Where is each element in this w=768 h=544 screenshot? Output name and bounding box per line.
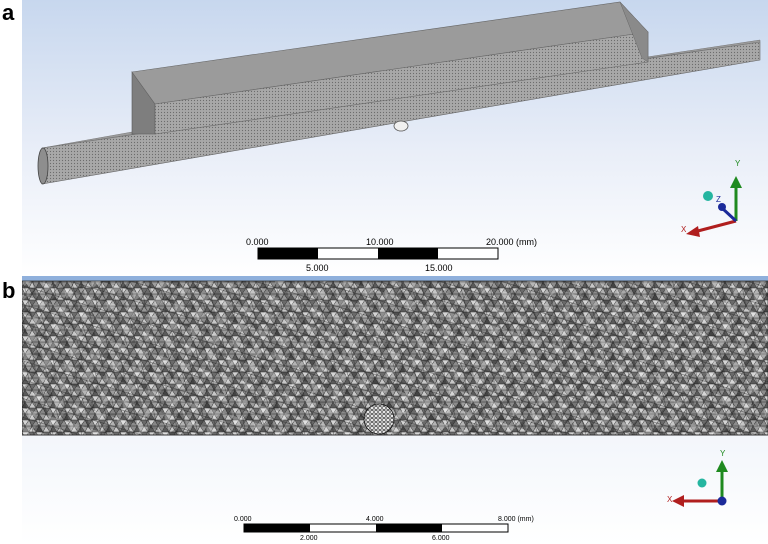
mesh-viewport[interactable]: 0.000 4.000 8.000 (mm) 2.000 6.000 Y X	[22, 276, 768, 544]
panel-label-a: a	[2, 0, 15, 25]
scale-a-label-20: 20.000 (mm)	[486, 237, 537, 247]
axis-triad-b: Y X	[667, 449, 728, 507]
chamber-right-face	[619, 1, 649, 63]
scale-a-label-0: 0.000	[246, 237, 269, 247]
scale-b-label-8: 8.000 (mm)	[498, 516, 534, 523]
z-axis-knob-icon	[718, 203, 726, 211]
triad-b-x-label: X	[667, 495, 673, 504]
scale-a-label-5: 5.000	[306, 263, 329, 273]
mesh-top-boundary	[22, 276, 768, 281]
triad-a-z-label: Z	[716, 195, 721, 204]
geometry-viewport[interactable]: 0.000 10.000 20.000 (mm) 5.000 15.000 Y …	[22, 0, 768, 276]
triad-a-x-label: X	[681, 225, 687, 234]
x-axis-arrow-icon	[672, 495, 684, 507]
scale-bar-b: 0.000 4.000 8.000 (mm) 2.000 6.000	[234, 516, 534, 542]
scale-a-label-15: 15.000	[425, 263, 453, 273]
scale-b-label-4: 4.000	[366, 516, 384, 523]
iso-ball-icon	[703, 191, 713, 201]
geometry-canvas: 0.000 10.000 20.000 (mm) 5.000 15.000 Y …	[37, 1, 761, 273]
panel-label-b: b	[2, 278, 16, 303]
iso-ball-icon	[697, 478, 707, 488]
inlet-cap	[37, 147, 49, 185]
particle-sphere	[393, 120, 409, 132]
particle-mesh	[363, 403, 395, 435]
scale-bar-a: 0.000 10.000 20.000 (mm) 5.000 15.000	[246, 237, 537, 273]
mesh-canvas: 0.000 4.000 8.000 (mm) 2.000 6.000 Y X	[22, 276, 768, 542]
scale-b-label-6: 6.000	[432, 535, 450, 542]
x-axis-arrow-icon	[686, 226, 700, 237]
z-axis-knob-icon	[717, 496, 727, 506]
y-axis-arrow-icon	[716, 460, 728, 472]
axis-triad-a: Y X Z	[681, 159, 742, 237]
scale-a-label-10: 10.000	[366, 237, 394, 247]
triad-a-y-label: Y	[735, 159, 741, 168]
triad-b-y-label: Y	[720, 449, 726, 458]
scale-b-label-0: 0.000	[234, 516, 252, 523]
scale-b-label-2: 2.000	[300, 535, 318, 542]
y-axis-arrow-icon	[730, 176, 742, 188]
tetrahedral-mesh-overlay	[22, 281, 768, 435]
